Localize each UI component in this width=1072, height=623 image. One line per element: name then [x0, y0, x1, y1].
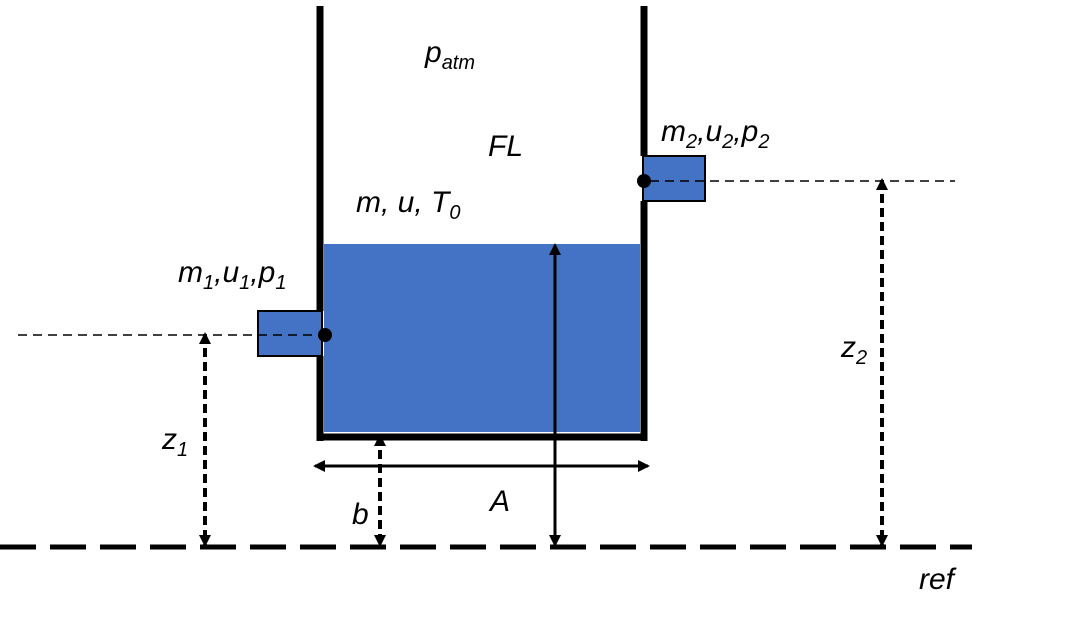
outlet-pipe	[642, 155, 706, 202]
label-z2: z2	[840, 331, 867, 369]
label-A: A	[488, 485, 510, 518]
label-z1: z1	[161, 423, 188, 461]
inlet-pipe	[257, 310, 323, 357]
label-fluid-name: FL	[488, 130, 523, 163]
label-b: b	[352, 498, 369, 531]
label-inlet: m1,u1,p1	[178, 256, 286, 294]
label-ref: ref	[919, 563, 957, 596]
inlet-point	[318, 328, 332, 342]
label-state: m, u, T0	[356, 186, 460, 224]
outlet-point	[637, 174, 651, 188]
label-outlet: m2,u2,p2	[661, 115, 769, 153]
label-patm: patm	[424, 36, 475, 74]
fluid-region	[324, 244, 640, 432]
